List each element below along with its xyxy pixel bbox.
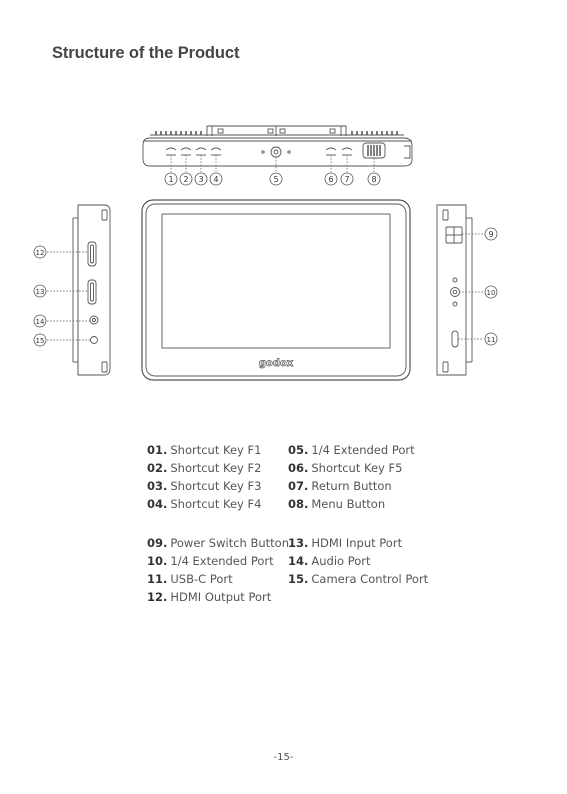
top-view [142,125,413,172]
legend-item: 04.Shortcut Key F4 [147,497,262,511]
callout-13: 13 [36,288,45,296]
callout-7: 7 [344,175,349,184]
legend-item: 01.Shortcut Key F1 [147,443,262,457]
callout-14: 14 [36,318,45,326]
callout-3: 3 [198,175,203,184]
callout-5: 5 [273,175,278,184]
legend-group-b-left: 09.Power Switch Button 10.1/4 Extended P… [147,534,289,606]
legend-item: 11.USB-C Port [147,572,233,586]
callout-6: 6 [328,175,333,184]
callout-4: 4 [213,175,218,184]
callout-11: 11 [487,336,496,344]
legend-group-a-left: 01.Shortcut Key F1 02.Shortcut Key F2 03… [147,441,261,513]
legend-item: 09.Power Switch Button [147,536,289,550]
legend-group-a-right: 05.1/4 Extended Port 06.Shortcut Key F5 … [288,441,415,513]
callout-12: 12 [36,249,45,257]
legend-item: 03.Shortcut Key F3 [147,479,262,493]
legend-item: 12.HDMI Output Port [147,590,272,604]
legend-group-b-right: 13.HDMI Input Port 14.Audio Port 15.Came… [288,534,428,588]
legend-item: 15.Camera Control Port [288,572,429,586]
legend-item: 05.1/4 Extended Port [288,443,415,457]
legend-item: 10.1/4 Extended Port [147,554,274,568]
legend-item: 08.Menu Button [288,497,386,511]
callout-8: 8 [371,175,376,184]
legend-item: 02.Shortcut Key F2 [147,461,262,475]
callout-1: 1 [168,175,173,184]
right-side-view [436,204,484,376]
callout-15: 15 [36,337,45,345]
legend-item: 13.HDMI Input Port [288,536,403,550]
legend-item: 06.Shortcut Key F5 [288,461,403,475]
callout-2: 2 [183,175,188,184]
page-title: Structure of the Product [52,44,240,62]
legend-item: 07.Return Button [288,479,392,493]
callouts [33,172,498,347]
page-number: -15- [273,752,294,763]
callout-10: 10 [487,289,496,297]
brand-logo: godox [259,358,294,369]
product-structure-diagram: godox 1 2 3 4 5 6 7 8 9 10 11 12 13 14 1… [33,125,498,381]
legend-item: 14.Audio Port [288,554,371,568]
callout-9: 9 [488,230,493,239]
left-side-view [47,204,111,376]
front-view [141,199,411,381]
